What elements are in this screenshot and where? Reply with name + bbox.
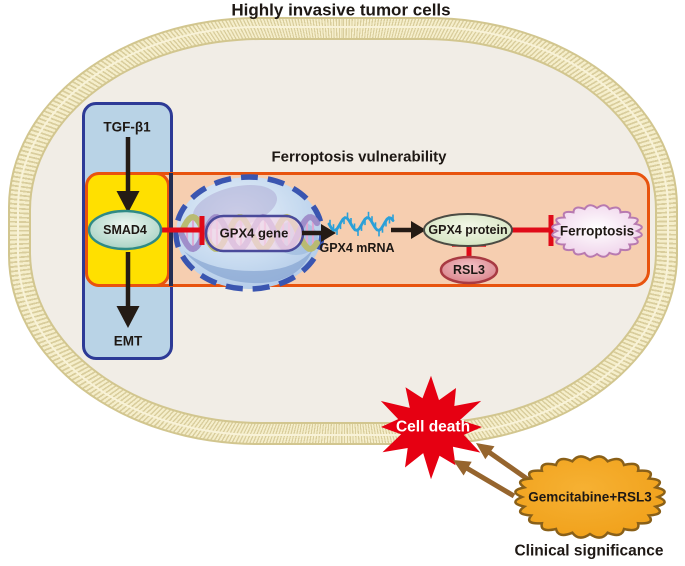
figure-title: Highly invasive tumor cells <box>231 0 451 20</box>
mrna-squiggle-icon <box>327 211 395 237</box>
smad4-node-shape <box>87 209 163 251</box>
label-ferroptosis: Ferroptosis <box>559 223 635 239</box>
label-gpx4-mrna: GPX4 mRNA <box>319 240 395 255</box>
gpx4-protein-node-shape <box>423 213 513 247</box>
label-smad4: SMAD4 <box>103 222 147 237</box>
label-cell-death: Cell death <box>395 418 471 436</box>
treatment-arrows <box>453 443 535 499</box>
label-rsl3: RSL3 <box>453 262 485 277</box>
label-treatment: Gemcitabine+RSL3 <box>528 489 652 505</box>
pathway-nodes <box>87 209 513 285</box>
panel-heading: Ferroptosis vulnerability <box>271 148 447 166</box>
label-clinical-significance: Clinical significance <box>514 542 664 560</box>
label-gpx4-protein: GPX4 protein <box>428 222 508 237</box>
ferroptosis-burst-icon <box>551 204 643 258</box>
activation-arrows <box>116 137 426 328</box>
label-emt: EMT <box>113 333 143 349</box>
cell-death-burst-icon <box>380 375 482 480</box>
rsl3-node-shape <box>439 255 499 285</box>
label-tgfb1: TGF-β1 <box>103 119 151 135</box>
treatment-burst-icon <box>514 455 666 539</box>
cell-membrane-seam <box>17 26 669 436</box>
label-gpx4-gene: GPX4 gene <box>219 225 289 241</box>
